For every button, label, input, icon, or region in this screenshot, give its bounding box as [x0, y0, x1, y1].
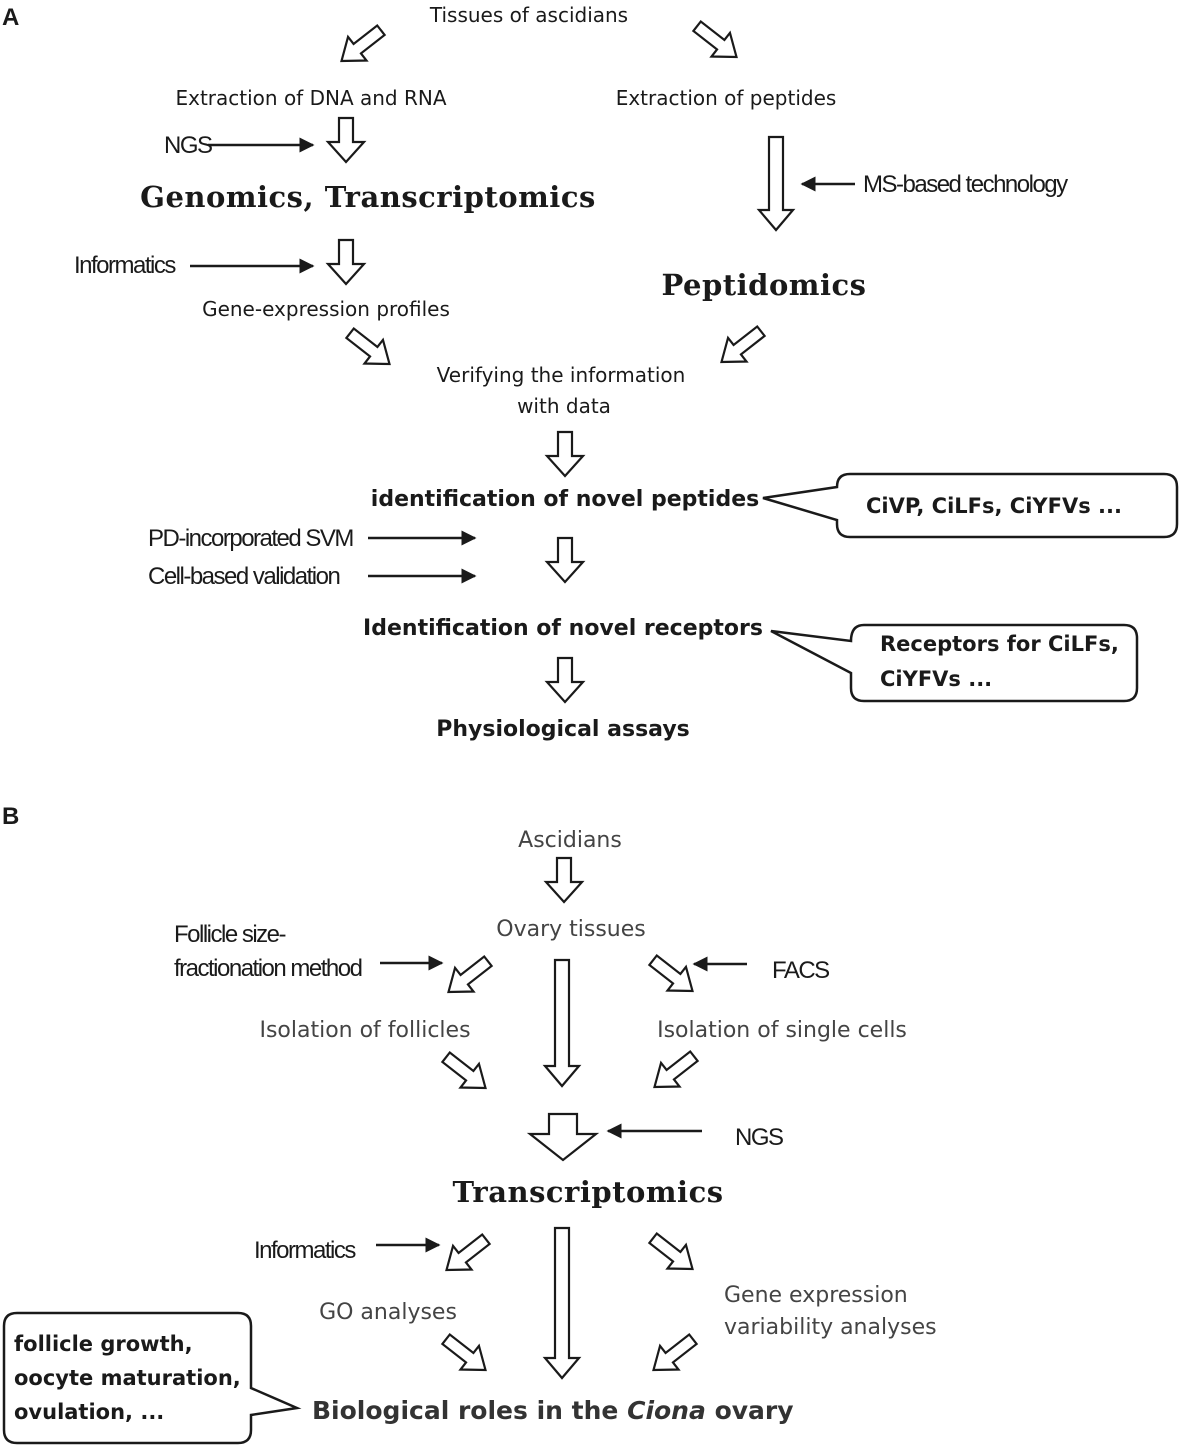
cell-validation-label: Cell-based validation	[148, 563, 341, 590]
hollow-arrow-gev-to-bio	[643, 1326, 704, 1383]
hollow-arrow-wide-to-transcriptomics	[526, 1112, 600, 1162]
biological-roles-label: Biological roles in the Ciona ovary	[312, 1396, 794, 1425]
hollow-arrow-peptides-to-receptors	[545, 536, 585, 584]
callout-receptors-line1: Receptors for CiLFs,	[880, 632, 1119, 656]
hollow-arrow-ovary-long	[542, 958, 582, 1088]
gene-expression-profiles-label: Gene-expression profiles	[202, 297, 450, 321]
extraction-dna-rna-label: Extraction of DNA and RNA	[175, 86, 447, 110]
physiological-assays-label: Physiological assays	[436, 717, 690, 742]
hollow-arrow-long-peptides	[756, 135, 796, 232]
hollow-arrow-ascidians-to-ovary	[544, 856, 584, 904]
callout-peptides-text: CiVP, CiLFs, CiYFVs ...	[866, 494, 1122, 518]
isolation-follicles-label: Isolation of follicles	[259, 1018, 471, 1043]
hollow-arrow-receptors-to-assays	[545, 656, 585, 704]
hollow-arrow-ovary-to-follicles	[438, 948, 499, 1005]
hollow-arrow-profiles-to-verify	[339, 320, 400, 377]
tissues-of-ascidians-label: Tissues of ascidians	[429, 3, 629, 27]
verifying-information-line1: Verifying the information	[436, 363, 686, 387]
extraction-peptides-label: Extraction of peptides	[615, 86, 837, 110]
gene-expression-variability-line2: variability analyses	[724, 1315, 937, 1340]
ascidians-label: Ascidians	[518, 828, 622, 853]
hollow-arrow-tissues-to-peptides	[686, 13, 747, 70]
verifying-information-line2: with data	[517, 394, 611, 418]
callout-bubble-receptors	[770, 623, 1139, 703]
identification-novel-receptors-label: Identification of novel receptors	[363, 616, 763, 641]
go-analyses-label: GO analyses	[319, 1300, 457, 1325]
hollow-arrow-transcriptomics-long	[542, 1226, 582, 1380]
informatics-label-a: Informatics	[74, 252, 176, 279]
callout-bubble-biological	[2, 1311, 302, 1445]
callout-biological-line3: ovulation, ...	[14, 1400, 165, 1424]
follicle-method-line1: Follicle size-	[174, 921, 287, 948]
pd-svm-label: PD-incorporated SVM	[148, 525, 354, 552]
panel-label-a: A	[2, 4, 20, 31]
hollow-arrow-dna-to-genomics	[326, 116, 366, 164]
peptidomics-heading: Peptidomics	[661, 268, 867, 302]
transcriptomics-heading: Transcriptomics	[452, 1175, 724, 1209]
biological-roles-suffix: ovary	[714, 1396, 794, 1425]
callout-bubble-peptides	[762, 472, 1179, 539]
ms-technology-label: MS-based technology	[863, 171, 1068, 198]
biological-roles-ciona: Ciona	[627, 1396, 706, 1425]
callout-biological-line2: oocyte maturation,	[14, 1366, 241, 1390]
informatics-label-b: Informatics	[254, 1237, 356, 1264]
biological-roles-prefix: Biological roles in the	[312, 1396, 619, 1425]
hollow-arrow-go-to-bio	[435, 1326, 496, 1383]
hollow-arrow-tissues-to-dna	[331, 17, 392, 74]
isolation-single-cells-label: Isolation of single cells	[657, 1018, 907, 1043]
genomics-transcriptomics-heading: Genomics, Transcriptomics	[140, 180, 596, 214]
callout-biological-line1: follicle growth,	[14, 1332, 193, 1356]
follicle-method-line2: fractionation method	[174, 955, 363, 982]
hollow-arrow-transcriptomics-to-go	[436, 1226, 497, 1283]
gene-expression-variability-line1: Gene expression	[724, 1283, 908, 1308]
facs-label: FACS	[772, 957, 830, 984]
callout-receptors-line2: CiYFVs ...	[880, 667, 993, 691]
hollow-arrow-follicles-to-ngs	[435, 1044, 496, 1101]
ngs-label-b: NGS	[735, 1124, 784, 1151]
hollow-arrow-verify-to-peptides	[545, 430, 585, 478]
hollow-arrow-genomics-to-profiles	[326, 238, 366, 286]
panel-label-b: B	[2, 803, 20, 830]
identification-novel-peptides-label: identification of novel peptides	[370, 487, 760, 512]
hollow-arrow-transcriptomics-to-gev	[642, 1225, 703, 1282]
ngs-label-a: NGS	[164, 132, 213, 159]
ovary-tissues-label: Ovary tissues	[496, 917, 646, 942]
hollow-arrow-ovary-to-cells	[642, 947, 703, 1004]
hollow-arrow-cells-to-ngs	[644, 1043, 705, 1100]
hollow-arrow-peptidomics-to-verify	[711, 318, 772, 375]
